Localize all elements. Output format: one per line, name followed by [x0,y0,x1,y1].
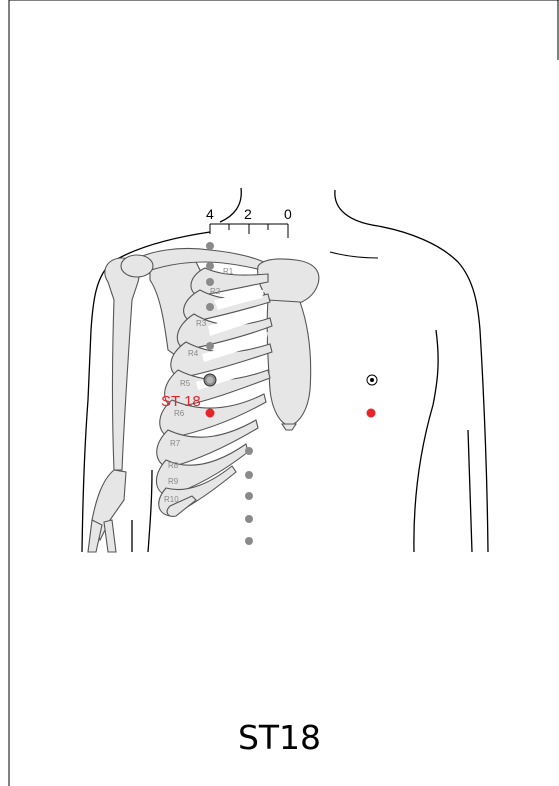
nipple-marker-left [204,374,216,386]
marker-dot [245,447,253,455]
rib-label-r3: R3 [196,319,207,328]
marker-dot [206,278,214,286]
rib-label-r5: R5 [180,379,191,388]
scale-label-4: 4 [206,206,214,222]
marker-dot [245,537,253,545]
rib-label-r10: R10 [164,495,179,504]
rib-label-r7: R7 [170,439,181,448]
scale-label-0: 0 [284,206,292,222]
marker-dot [245,515,253,523]
scale-label-2: 2 [244,206,252,222]
marker-dot [245,471,253,479]
rib-label-r4: R4 [188,349,199,358]
st18-point-left [206,409,215,418]
marker-dot [206,242,214,250]
rib-label-r8: R8 [168,461,179,470]
marker-dot [245,492,253,500]
right-clavicle-hint [330,252,378,258]
st18-point-label: ST 18 [161,393,201,410]
marker-dot [206,303,214,311]
marker-dot [206,342,214,350]
point-caption: ST18 [0,718,559,757]
rib-label-r1: R1 [223,267,234,276]
rib-label-r9: R9 [168,477,179,486]
marker-dot [206,262,214,270]
rib-label-r6: R6 [174,409,185,418]
st18-point-right [367,409,376,418]
rib-label-r2: R2 [210,287,221,296]
nipple-marker-right [367,375,377,385]
distance-scale [210,224,288,238]
